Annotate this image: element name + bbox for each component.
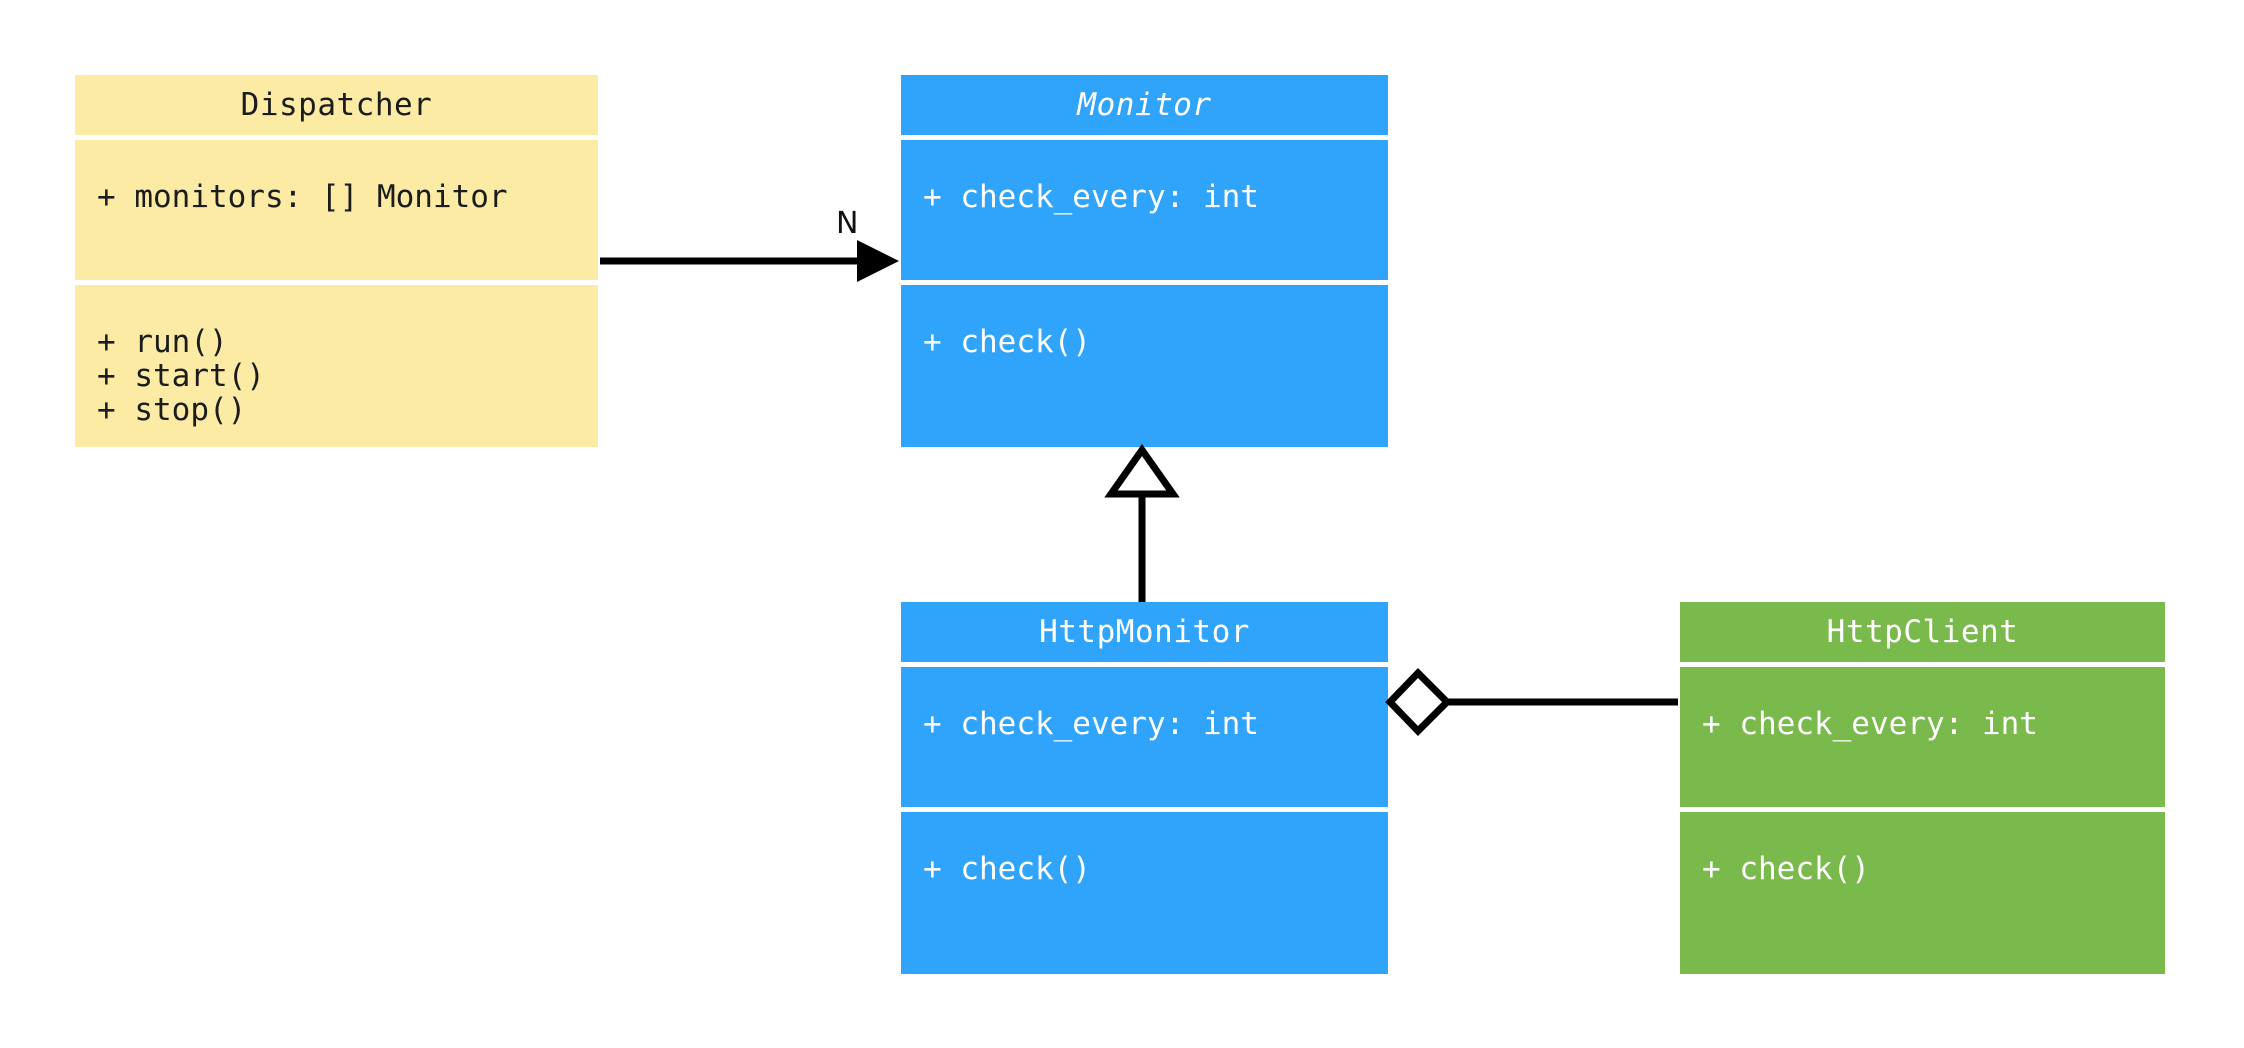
relationship-association-dispatcher-monitor <box>600 240 899 282</box>
method-line: + run() <box>97 324 228 360</box>
class-attributes-monitor: + check_every: int <box>901 140 1388 280</box>
hollow-diamond-icon <box>1385 668 1452 736</box>
class-title-band-dispatcher: Dispatcher <box>75 75 598 135</box>
compartment-divider <box>901 280 1388 285</box>
method-line: + stop() <box>97 392 247 428</box>
filled-arrow-icon <box>857 240 899 282</box>
class-box-dispatcher[interactable]: Dispatcher + monitors: [] Monitor + run(… <box>75 75 598 447</box>
relationship-aggregation-httpmonitor-httpclient <box>1385 668 1678 736</box>
class-name-http-client: HttpClient <box>1826 614 2019 650</box>
class-title-band-monitor: Monitor <box>901 75 1388 135</box>
compartment-divider <box>75 135 598 140</box>
class-title-band-http-monitor: HttpMonitor <box>901 602 1388 662</box>
class-box-http-client[interactable]: HttpClient + check_every: int + check() <box>1680 602 2165 974</box>
class-attributes-dispatcher: + monitors: [] Monitor <box>75 140 598 280</box>
class-box-http-monitor[interactable]: HttpMonitor + check_every: int + check() <box>901 602 1388 974</box>
attribute-line: + monitors: [] Monitor <box>97 179 508 215</box>
class-name-http-monitor: HttpMonitor <box>1039 614 1250 650</box>
compartment-divider <box>1680 807 2165 812</box>
class-name-dispatcher: Dispatcher <box>240 87 433 123</box>
compartment-divider <box>75 280 598 285</box>
class-methods-http-monitor: + check() <box>901 812 1388 974</box>
attribute-line: + check_every: int <box>923 706 1259 742</box>
class-methods-dispatcher: + run() + start() + stop() <box>75 285 598 447</box>
compartment-divider <box>901 135 1388 140</box>
class-name-monitor: Monitor <box>1077 87 1212 123</box>
class-methods-monitor: + check() <box>901 285 1388 447</box>
class-title-band-http-client: HttpClient <box>1680 602 2165 662</box>
class-methods-http-client: + check() <box>1680 812 2165 974</box>
hollow-triangle-icon <box>1104 443 1180 498</box>
attribute-line: + check_every: int <box>1702 706 2038 742</box>
relationship-generalization-httpmonitor-monitor <box>1104 443 1180 602</box>
compartment-divider <box>901 807 1388 812</box>
method-line: + check() <box>923 851 1091 887</box>
method-line: + start() <box>97 358 265 394</box>
class-box-monitor[interactable]: Monitor + check_every: int + check() <box>901 75 1388 447</box>
association-multiplicity-label: N <box>836 206 859 241</box>
method-line: + check() <box>923 324 1091 360</box>
compartment-divider <box>901 662 1388 667</box>
class-attributes-http-client: + check_every: int <box>1680 667 2165 807</box>
compartment-divider <box>1680 662 2165 667</box>
attribute-line: + check_every: int <box>923 179 1259 215</box>
class-attributes-http-monitor: + check_every: int <box>901 667 1388 807</box>
method-line: + check() <box>1702 851 1870 887</box>
